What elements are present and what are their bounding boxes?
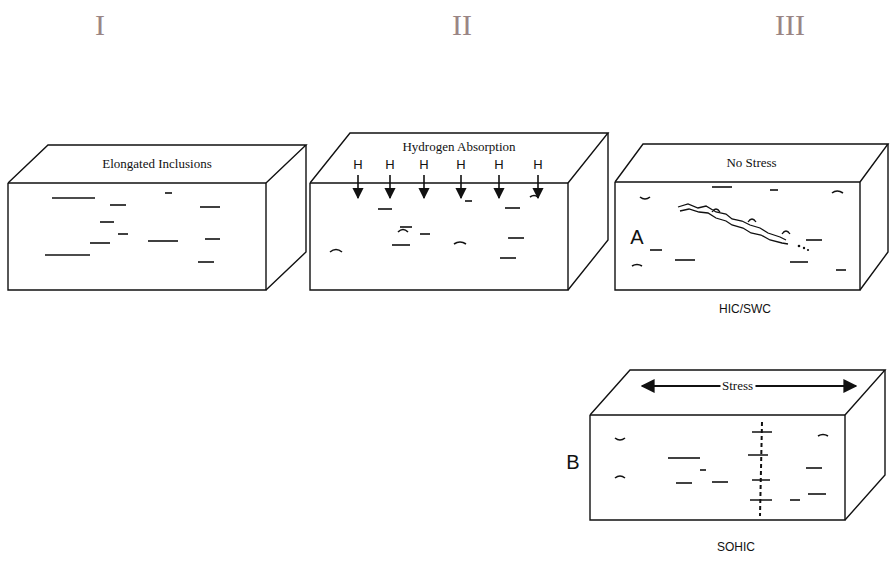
crack-tip (798, 245, 809, 251)
block-edge (8, 145, 306, 183)
block-edge (568, 133, 608, 290)
hydrogen-arrows (358, 175, 538, 198)
block-edge (266, 145, 306, 290)
case-letter: B (566, 451, 579, 473)
hydrogen-symbol: H (494, 158, 503, 172)
block-edge (590, 370, 885, 415)
block-edge (615, 182, 860, 290)
block-edge (615, 144, 888, 182)
inclusions (45, 187, 846, 500)
block-heading: Hydrogen Absorption (400, 140, 517, 154)
steel-block: Hydrogen Absorption (310, 133, 608, 290)
hydrogen-symbol: H (456, 158, 465, 172)
steel-block: Elongated Inclusions (8, 145, 306, 290)
block-outline (310, 133, 608, 290)
hydrogen-symbol: H (533, 158, 542, 172)
steel-block: No Stress (615, 144, 888, 290)
hydrogen-symbol: H (353, 158, 362, 172)
block-edge (310, 183, 568, 290)
block-heading: Stress (720, 379, 755, 393)
linked-inclusions (748, 432, 772, 500)
block-heading: No Stress (724, 156, 778, 170)
steel-block: Stress (590, 370, 885, 520)
block-heading: Elongated Inclusions (100, 157, 213, 171)
block-edge (860, 144, 888, 290)
stage-numeral: I (95, 8, 105, 41)
stage-numeral: III (775, 8, 805, 41)
block-edge (845, 370, 885, 520)
stage-numeral: II (452, 8, 472, 41)
case-letter: A (630, 226, 643, 248)
sohic-crack (760, 422, 762, 516)
hydrogen-symbol: H (419, 158, 428, 172)
mechanism-name: HIC/SWC (719, 303, 771, 316)
block-edge (8, 183, 266, 290)
mechanism-name: SOHIC (717, 541, 755, 554)
block-edge (310, 133, 608, 183)
hydrogen-symbol: H (385, 158, 394, 172)
hic-crack (678, 204, 790, 244)
block-edge (590, 415, 845, 520)
